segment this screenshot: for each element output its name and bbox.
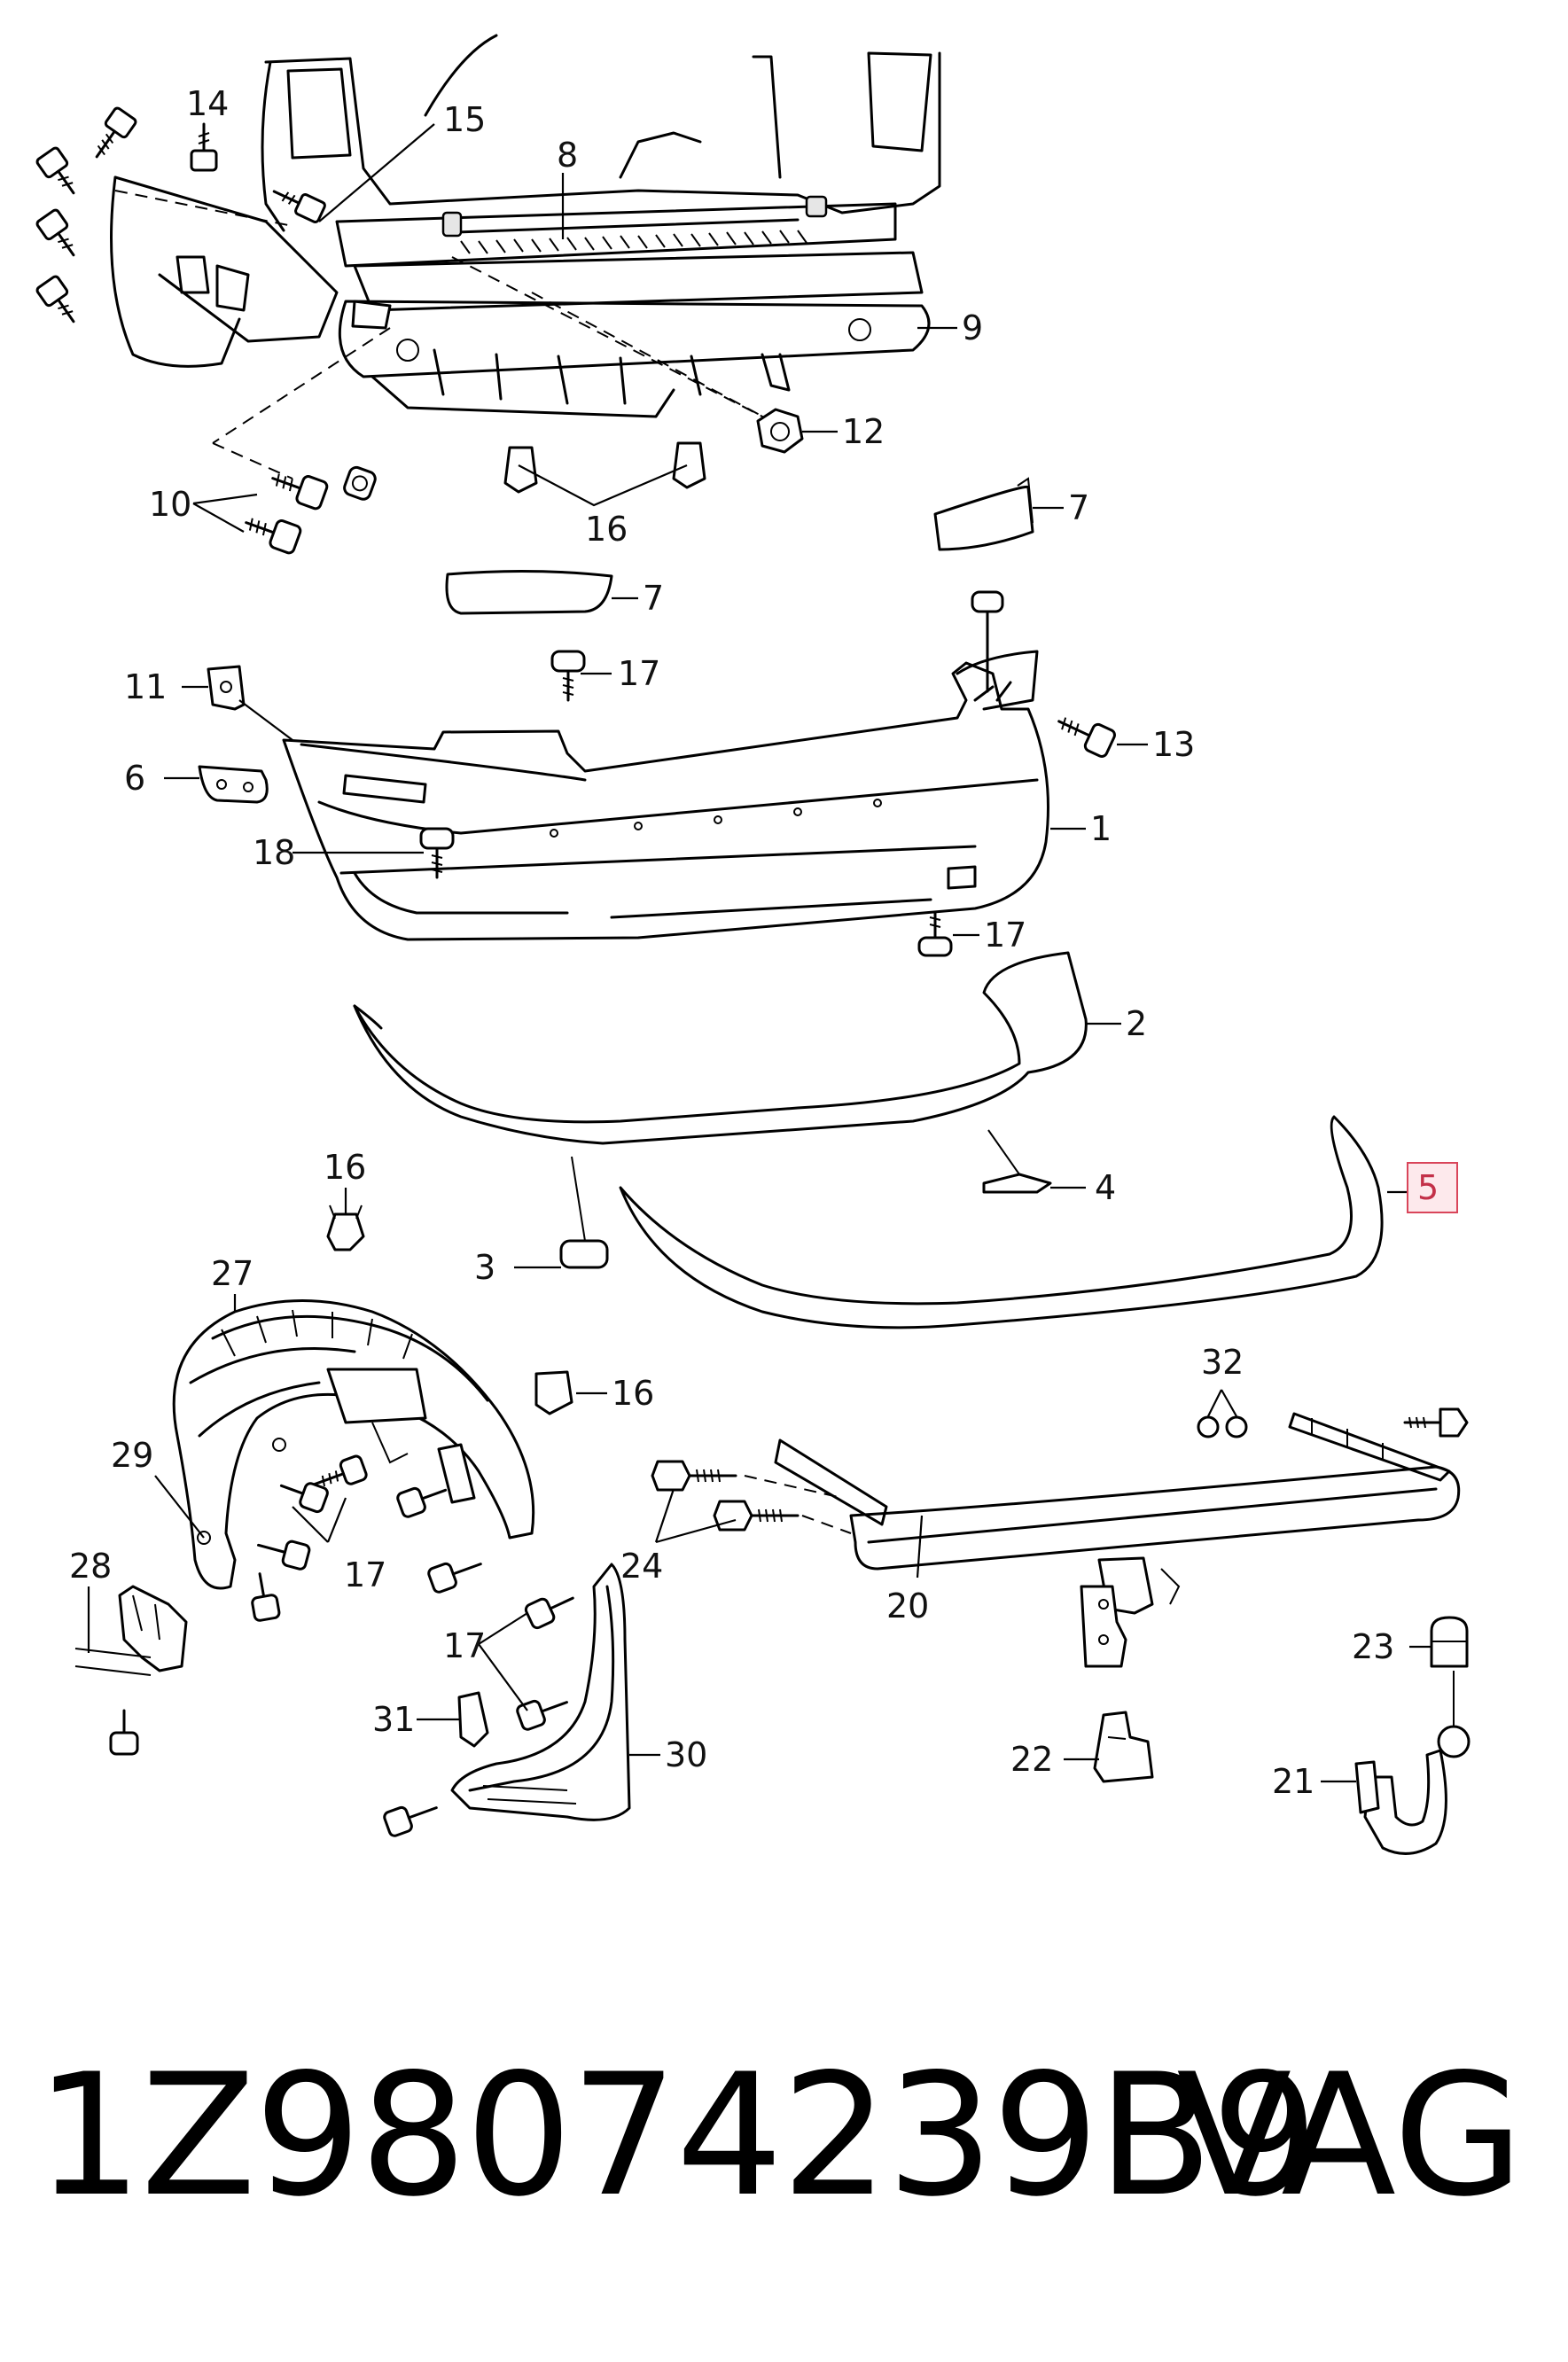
screw-beam-right [1403,1407,1469,1438]
nut-12 [756,408,804,454]
callout-label: 17 [443,1626,486,1665]
leader-lines [87,123,1431,1783]
callout-label: 29 [111,1436,153,1475]
screws-top-left [35,106,326,324]
callout-label: 2 [1126,1004,1147,1043]
clip-31 [457,1691,489,1748]
cap-23 [1430,1616,1469,1668]
exploded-parts-diagram: 14 15 8 9 12 10 16 7 7 11 17 13 6 1 18 1… [35,34,1470,1855]
wheel-housing-liner-27 [172,1299,535,1590]
towing-hook-21 [1354,1671,1470,1855]
bolts-24 [651,1460,852,1534]
trim-strip-5 [619,1115,1384,1329]
reflector-7-right [933,477,1034,551]
callout-label: 24 [620,1547,663,1586]
lower-trim-2 [353,951,1088,1145]
clip-16-middle [326,1204,365,1251]
clips-16-top [503,441,706,494]
bumper-cover-1 [282,650,1049,941]
callout-label: 3 [474,1248,495,1287]
callout-label: 23 [1352,1627,1394,1666]
callout-label-highlighted: 5 [1417,1168,1439,1207]
callout-label: 18 [253,833,295,872]
callout-labels: 14 15 8 9 12 10 16 7 7 11 17 13 6 1 18 1… [69,84,1439,1801]
part-number: 1Z98074239B9 [35,2038,1318,2233]
bolt-17-upper [550,650,586,702]
callout-label: 7 [643,579,664,618]
gasket-6 [198,765,269,804]
callout-label: 16 [612,1374,654,1413]
callout-label: 31 [372,1700,415,1739]
callout-label: 16 [585,510,628,549]
callout-label: 14 [186,84,229,123]
callout-label: 7 [1068,488,1089,527]
callout-label: 28 [69,1547,112,1586]
screws-17-liner [251,1454,482,1622]
callout-label: 22 [1010,1740,1053,1779]
brand-name: VAG [1176,2038,1524,2233]
screws-17-mudflap [383,1596,574,1837]
callout-label: 17 [618,654,660,693]
bracket-11 [207,665,246,711]
socket-22 [1093,1711,1154,1783]
vehicle-rear-body [110,34,941,418]
callout-label: 32 [1201,1343,1244,1382]
bracket-28 [74,1585,188,1676]
callout-label: 30 [665,1735,707,1774]
caps-32 [1197,1415,1248,1438]
assembly-guide-lines-top [114,190,772,479]
bolt-18 [419,827,455,879]
callout-label: 10 [149,485,191,524]
pin-upper-right [971,590,1004,693]
callout-label: 6 [124,759,145,798]
callout-label: 15 [443,100,486,139]
footer-part-info: 1Z98074239B9 VAG [0,2021,1568,2251]
callout-label: 11 [124,667,167,706]
bracket-4 [982,1129,1052,1194]
bumper-beam-20 [774,1412,1461,1668]
callout-label: 21 [1272,1762,1314,1801]
screw-lower-left [109,1709,139,1756]
callout-label: 4 [1095,1168,1116,1207]
callout-label: 27 [211,1254,254,1293]
bolt-13 [1057,717,1116,758]
callout-label: 17 [344,1555,386,1594]
callout-label: 17 [984,916,1026,955]
clip-16-right [534,1370,573,1415]
callout-label: 20 [886,1586,929,1625]
callout-label: 8 [557,136,578,175]
callout-label: 1 [1090,809,1112,848]
reflector-7-left [445,569,613,615]
plug-3 [559,1156,609,1269]
mud-flap-30 [450,1563,631,1821]
callout-label: 16 [324,1148,366,1187]
callout-label: 12 [842,412,885,451]
callout-label: 9 [962,308,983,347]
highlight-box [1407,1162,1458,1213]
bolts-10 [245,465,377,555]
callout-label: 13 [1152,725,1195,764]
bolt-17-right [917,911,953,957]
